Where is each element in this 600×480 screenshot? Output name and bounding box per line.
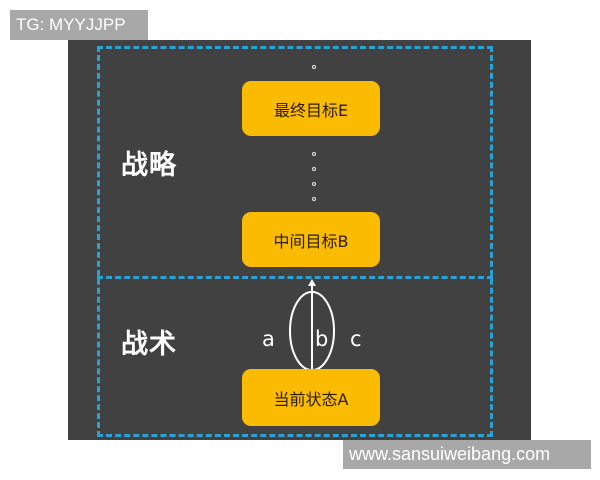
- path-a-label: a: [262, 327, 275, 351]
- ellipsis-dot-icon: [312, 197, 316, 201]
- ellipsis-dot-icon: [312, 65, 316, 69]
- ellipsis-dot-icon: [312, 167, 316, 171]
- ellipsis-dot-icon: [312, 152, 316, 156]
- watermark-bottom-right-text: www.sansuiweibang.com: [349, 444, 551, 464]
- ellipsis-dot-icon: [312, 182, 316, 186]
- intermediate-goal-label: 中间目标B: [273, 231, 349, 251]
- tactics-label: 战术: [121, 329, 177, 360]
- path-c-label: c: [350, 327, 362, 351]
- strategy-label: 战略: [121, 150, 177, 181]
- outer-dashed-frame: [97, 46, 493, 437]
- watermark-top-left-text: TG: MYYJJPP: [16, 15, 126, 34]
- path-ellipse-arrow-icon: [289, 279, 335, 371]
- current-state-label: 当前状态A: [273, 389, 349, 409]
- final-goal-label: 最终目标E: [273, 100, 349, 120]
- path-b-label: b: [315, 327, 329, 351]
- watermark-bottom-right: www.sansuiweibang.com: [343, 440, 591, 469]
- current-state-node: 当前状态A: [242, 369, 380, 426]
- watermark-top-left: TG: MYYJJPP: [10, 10, 148, 40]
- section-divider: [97, 276, 493, 279]
- intermediate-goal-node: 中间目标B: [242, 212, 380, 267]
- final-goal-node: 最终目标E: [242, 81, 380, 136]
